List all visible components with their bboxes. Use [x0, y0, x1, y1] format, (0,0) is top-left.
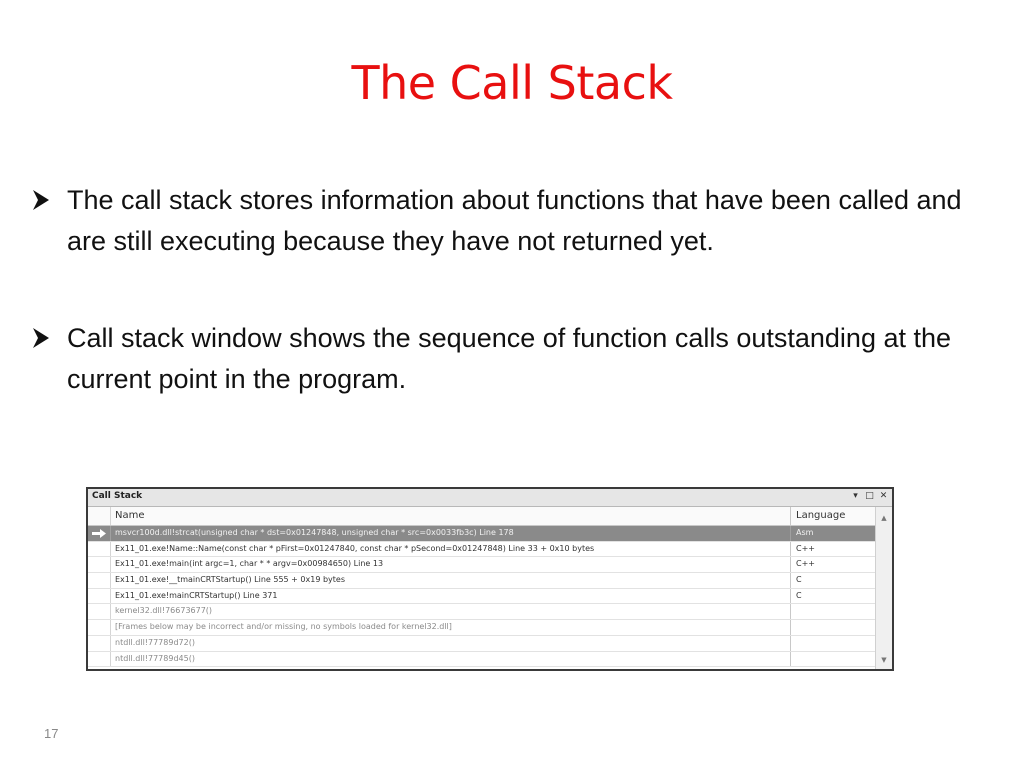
row-name: ntdll.dll!77789d45(): [111, 651, 791, 667]
row-language: Asm: [796, 528, 814, 537]
vertical-scrollbar[interactable]: ▲ ▼: [875, 507, 892, 669]
row-language: C: [796, 575, 802, 585]
arrow-bullet-icon: [30, 326, 52, 350]
bullet-item: Call stack window shows the sequence of …: [30, 318, 980, 400]
row-icon-cell: [88, 588, 111, 604]
call-stack-row[interactable]: Ex11_01.exe!Name::Name(const char * pFir…: [88, 541, 876, 558]
row-icon-cell: [88, 557, 111, 573]
call-stack-row[interactable]: ntdll.dll!77789d45(): [88, 651, 876, 668]
row-icon-cell: [88, 651, 111, 667]
call-stack-row[interactable]: ntdll.dll!77789d72(): [88, 635, 876, 652]
language-column-header[interactable]: Language: [796, 510, 846, 521]
row-name: ntdll.dll!77789d72(): [111, 635, 791, 651]
call-stack-title: Call Stack: [92, 491, 143, 501]
bullet-item: The call stack stores information about …: [30, 180, 980, 262]
window-controls: ▾ □ ✕: [850, 490, 889, 503]
call-stack-titlebar: Call Stack ▾ □ ✕: [88, 489, 892, 507]
row-icon-cell: [88, 541, 111, 557]
row-name: msvcr100d.dll!strcat(unsigned char * dst…: [111, 526, 791, 541]
bullet-text: Call stack window shows the sequence of …: [67, 323, 952, 394]
row-language: [791, 636, 876, 651]
row-name: kernel32.dll!76673677(): [111, 604, 791, 620]
row-icon-cell: [88, 604, 111, 620]
call-stack-row[interactable]: [Frames below may be incorrect and/or mi…: [88, 620, 876, 636]
arrow-bullet-icon: [30, 188, 52, 212]
header-icon-column: [88, 507, 111, 525]
row-icon-cell: [88, 635, 111, 651]
name-column-header[interactable]: Name: [111, 507, 791, 525]
call-stack-grid: Name Language msvcr100d.dll!strcat(unsig…: [88, 507, 876, 669]
row-name: Ex11_01.exe!main(int argc=1, char * * ar…: [111, 557, 791, 573]
call-stack-row[interactable]: kernel32.dll!76673677(): [88, 604, 876, 621]
row-language: [791, 604, 876, 619]
row-language: C: [796, 590, 802, 600]
row-language: C++: [796, 543, 815, 553]
call-stack-row[interactable]: Ex11_01.exe!main(int argc=1, char * * ar…: [88, 557, 876, 574]
call-stack-header: Name Language: [88, 507, 876, 526]
row-name: [Frames below may be incorrect and/or mi…: [111, 620, 791, 635]
call-stack-row-current[interactable]: msvcr100d.dll!strcat(unsigned char * dst…: [88, 526, 876, 542]
bullet-list: The call stack stores information about …: [30, 180, 980, 400]
row-name: Ex11_01.exe!__tmainCRTStartup() Line 555…: [111, 573, 791, 588]
call-stack-window: Call Stack ▾ □ ✕ Name Language msvcr100d…: [86, 487, 894, 671]
row-icon-cell: [88, 526, 111, 541]
call-stack-row[interactable]: Ex11_01.exe!mainCRTStartup() Line 371 C: [88, 588, 876, 605]
row-name: Ex11_01.exe!mainCRTStartup() Line 371: [111, 588, 791, 604]
slide-title: The Call Stack: [351, 56, 673, 110]
bullet-text: The call stack stores information about …: [67, 185, 962, 256]
call-stack-body: Name Language msvcr100d.dll!strcat(unsig…: [88, 507, 892, 669]
row-name: Ex11_01.exe!Name::Name(const char * pFir…: [111, 541, 791, 557]
scroll-down-icon[interactable]: ▼: [881, 656, 887, 664]
restore-icon[interactable]: □: [865, 491, 874, 501]
row-icon-cell: [88, 620, 111, 635]
current-frame-arrow-icon: [92, 529, 106, 538]
row-language: [791, 620, 876, 635]
row-language: C++: [796, 559, 815, 569]
close-icon[interactable]: ✕: [879, 491, 888, 501]
scroll-up-icon[interactable]: ▲: [881, 514, 887, 522]
call-stack-row[interactable]: Ex11_01.exe!__tmainCRTStartup() Line 555…: [88, 573, 876, 589]
row-icon-cell: [88, 573, 111, 588]
page-number: 17: [44, 726, 59, 741]
dropdown-icon[interactable]: ▾: [853, 491, 858, 501]
row-language: [791, 652, 876, 667]
